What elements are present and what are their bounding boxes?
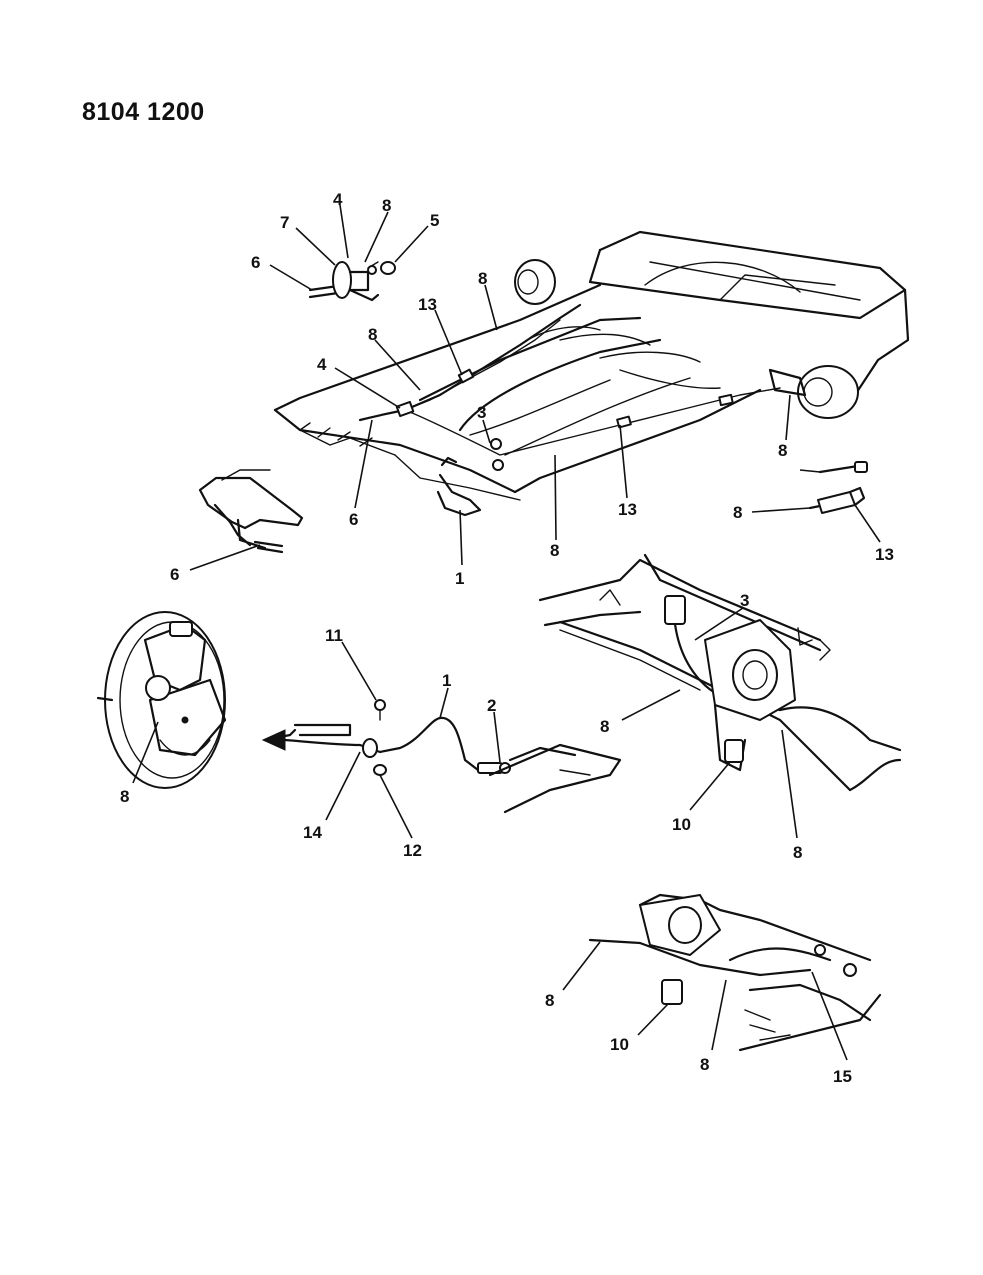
callout-6: 6 — [170, 565, 179, 584]
callout-12: 12 — [403, 841, 422, 860]
document-number: 8104 1200 — [82, 98, 205, 126]
front-cable-assembly — [261, 699, 622, 814]
callout-8: 8 — [550, 541, 559, 560]
callout-10: 10 — [610, 1035, 629, 1054]
callout-8: 8 — [120, 787, 129, 806]
callout-13: 13 — [875, 545, 894, 564]
callout-8: 8 — [600, 717, 609, 736]
callout-13: 13 — [618, 500, 637, 519]
callout-8: 8 — [368, 325, 377, 344]
callout-8: 8 — [778, 441, 787, 460]
callout-13: 13 — [418, 295, 437, 314]
callout-1: 1 — [442, 671, 451, 690]
callout-6: 6 — [349, 510, 358, 529]
cable-clip-parts — [808, 461, 868, 514]
callout-11: 11 — [325, 626, 343, 645]
callout-7: 7 — [280, 213, 289, 232]
callout-4: 4 — [333, 190, 343, 209]
callout-8: 8 — [733, 503, 742, 522]
floor-pan-illustration — [273, 230, 910, 517]
callout-14: 14 — [303, 823, 322, 842]
callout-4: 4 — [317, 355, 327, 374]
callout-8: 8 — [478, 269, 487, 288]
callout-5: 5 — [430, 211, 439, 230]
callout-8: 8 — [382, 196, 391, 215]
callout-6: 6 — [251, 253, 260, 272]
callout-2: 2 — [487, 696, 496, 715]
parking-brake-cables — [358, 303, 781, 471]
leader-lines — [132, 204, 881, 1061]
callout-3: 3 — [477, 403, 486, 422]
callout-8: 8 — [545, 991, 554, 1010]
callout-10: 10 — [672, 815, 691, 834]
callout-8: 8 — [793, 843, 802, 862]
equalizer-detail — [538, 553, 902, 792]
exploded-equalizer-parts — [308, 261, 396, 302]
callout-labels: 4 8 7 5 6 8 13 8 4 3 6 1 8 13 8 8 13 6 8… — [120, 190, 894, 1086]
callout-15: 15 — [833, 1067, 852, 1086]
rear-brake-assembly — [96, 611, 227, 789]
callout-8: 8 — [700, 1055, 709, 1074]
callout-1: 1 — [455, 569, 464, 588]
rear-cable-detail — [588, 893, 882, 1052]
brake-lever-mount-illustration — [198, 469, 304, 554]
callout-3: 3 — [740, 591, 749, 610]
